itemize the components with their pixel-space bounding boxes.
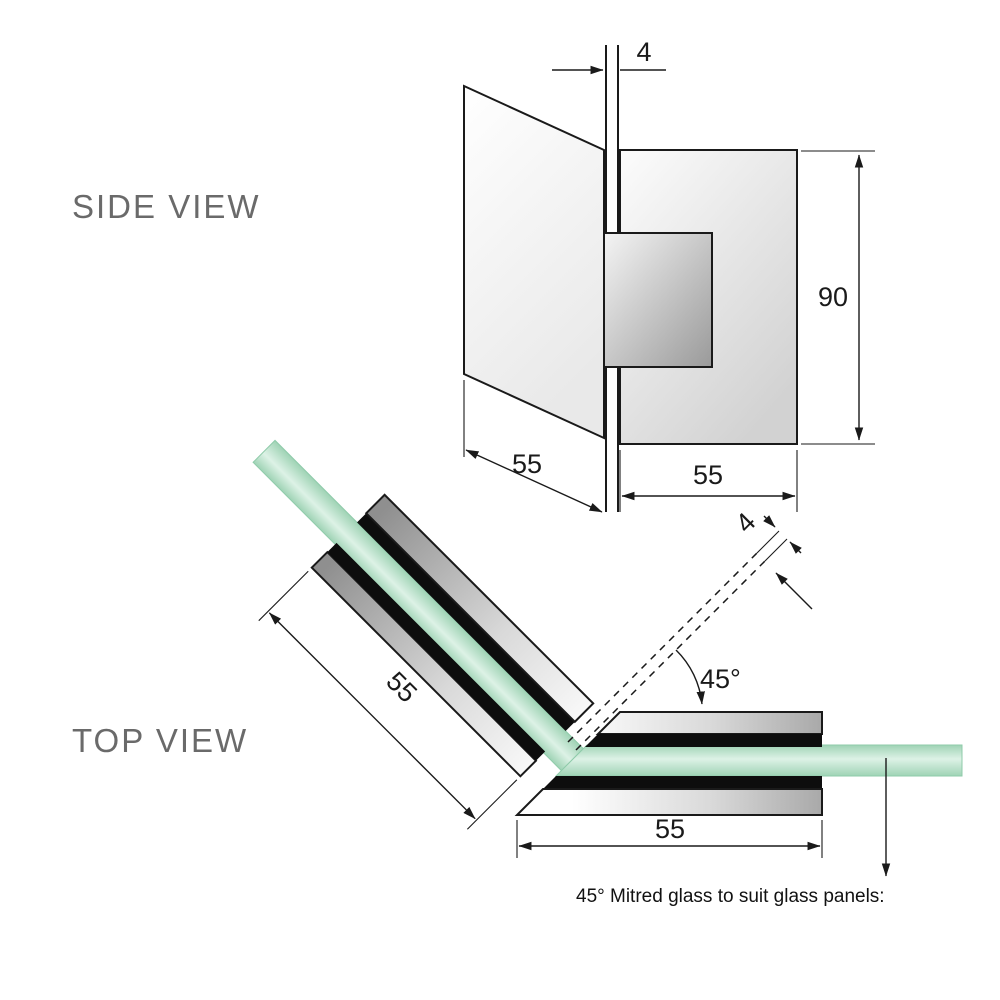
glass-panel-side: [463, 84, 605, 440]
dim-line-panel-depth: [465, 449, 603, 513]
side-view-label: SIDE VIEW: [72, 188, 261, 225]
dim-value-panel-depth: 55: [512, 449, 542, 479]
angle-arc: [675, 649, 705, 705]
ext-line-diag-near: [466, 779, 518, 830]
dim-horizontal-plate-length: 55: [516, 814, 823, 858]
gasket-horizontal-bottom: [543, 776, 822, 789]
hinge-arm-diagonal: 55: [252, 439, 595, 830]
clamp-plate-horizontal-bottom: [514, 788, 823, 816]
pivot-dashed-line-2: [567, 552, 758, 743]
gap-tick-2: [756, 530, 780, 554]
caption-group: 45° Mitred glass to suit glass panels:: [576, 758, 891, 907]
dim-plate-width: 55: [619, 450, 798, 512]
dim-value-glass-thickness: 4: [636, 37, 651, 67]
top-view-label: TOP VIEW: [72, 722, 248, 759]
clamp-plate-diagonal-inner: [364, 493, 595, 724]
hinge-arm-horizontal: 55: [514, 711, 963, 858]
glass-panel-horizontal: [554, 744, 963, 777]
top-view: TOP VIEW 55: [72, 439, 963, 907]
dim-panel-depth: 55: [463, 380, 603, 513]
glass-panel-diagonal: [252, 439, 585, 772]
dim-value-pivot-gap: 4: [730, 507, 762, 539]
gasket-horizontal-top: [585, 734, 822, 747]
hinge-clamp-side: [603, 232, 713, 368]
dim-value-plate-height: 90: [818, 282, 848, 312]
dim-value-plate-width: 55: [693, 460, 723, 490]
dim-value-angle: 45°: [700, 664, 741, 694]
dim-line-diagonal-plate: [268, 612, 476, 820]
dim-glass-thickness: 4: [552, 37, 666, 75]
gap-arrow-se: [789, 541, 802, 554]
pivot-dashed-line-1: [575, 560, 766, 751]
gap-arrow-nw: [763, 515, 776, 528]
dim-plate-height: 90: [801, 150, 875, 445]
angle-annotation: 45°: [675, 649, 741, 705]
clamp-plate-horizontal-top: [595, 711, 823, 735]
dim-value-horizontal-plate: 55: [655, 814, 685, 844]
gap-leader-arrow: [775, 572, 813, 610]
caption-text: 45° Mitred glass to suit glass panels:: [576, 886, 885, 907]
side-view: SIDE VIEW 4 90 55: [72, 37, 875, 513]
ext-line-diag-far: [258, 570, 309, 622]
gap-tick-1: [764, 538, 788, 562]
